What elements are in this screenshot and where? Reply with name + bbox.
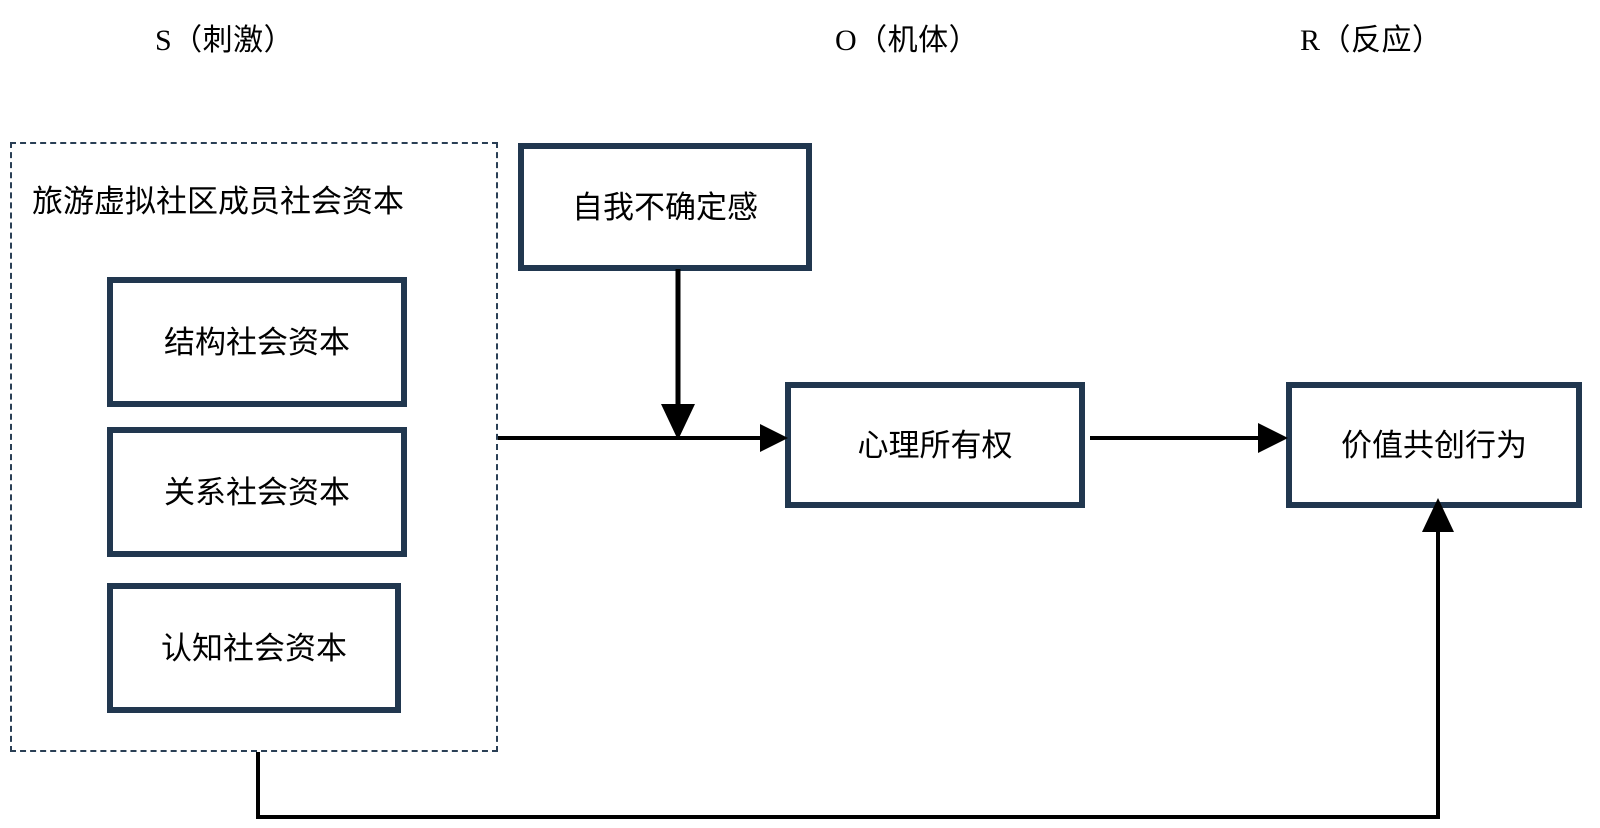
stage-label-stimulus: S（刺激） xyxy=(155,24,295,57)
stage-label-organism: O（机体） xyxy=(835,24,980,57)
node-structural-social-capital: 结构社会资本 xyxy=(107,277,407,407)
stimulus-group-label: 旅游虚拟社区成员社会资本 xyxy=(32,184,404,219)
stage-label-response: R（反应） xyxy=(1300,24,1443,57)
node-cognitive-social-capital: 认知社会资本 xyxy=(107,583,401,713)
node-value-cocreation-behavior: 价值共创行为 xyxy=(1286,382,1582,508)
edge-uncertainty-moderation xyxy=(661,269,695,440)
edge-capital-to-ownership xyxy=(498,424,788,452)
node-self-uncertainty: 自我不确定感 xyxy=(518,143,812,271)
node-psychological-ownership: 心理所有权 xyxy=(785,382,1085,508)
edge-ownership-to-cocreation xyxy=(1090,423,1288,453)
stimulus-group-container: 旅游虚拟社区成员社会资本 xyxy=(10,142,498,752)
node-relational-social-capital: 关系社会资本 xyxy=(107,427,407,557)
